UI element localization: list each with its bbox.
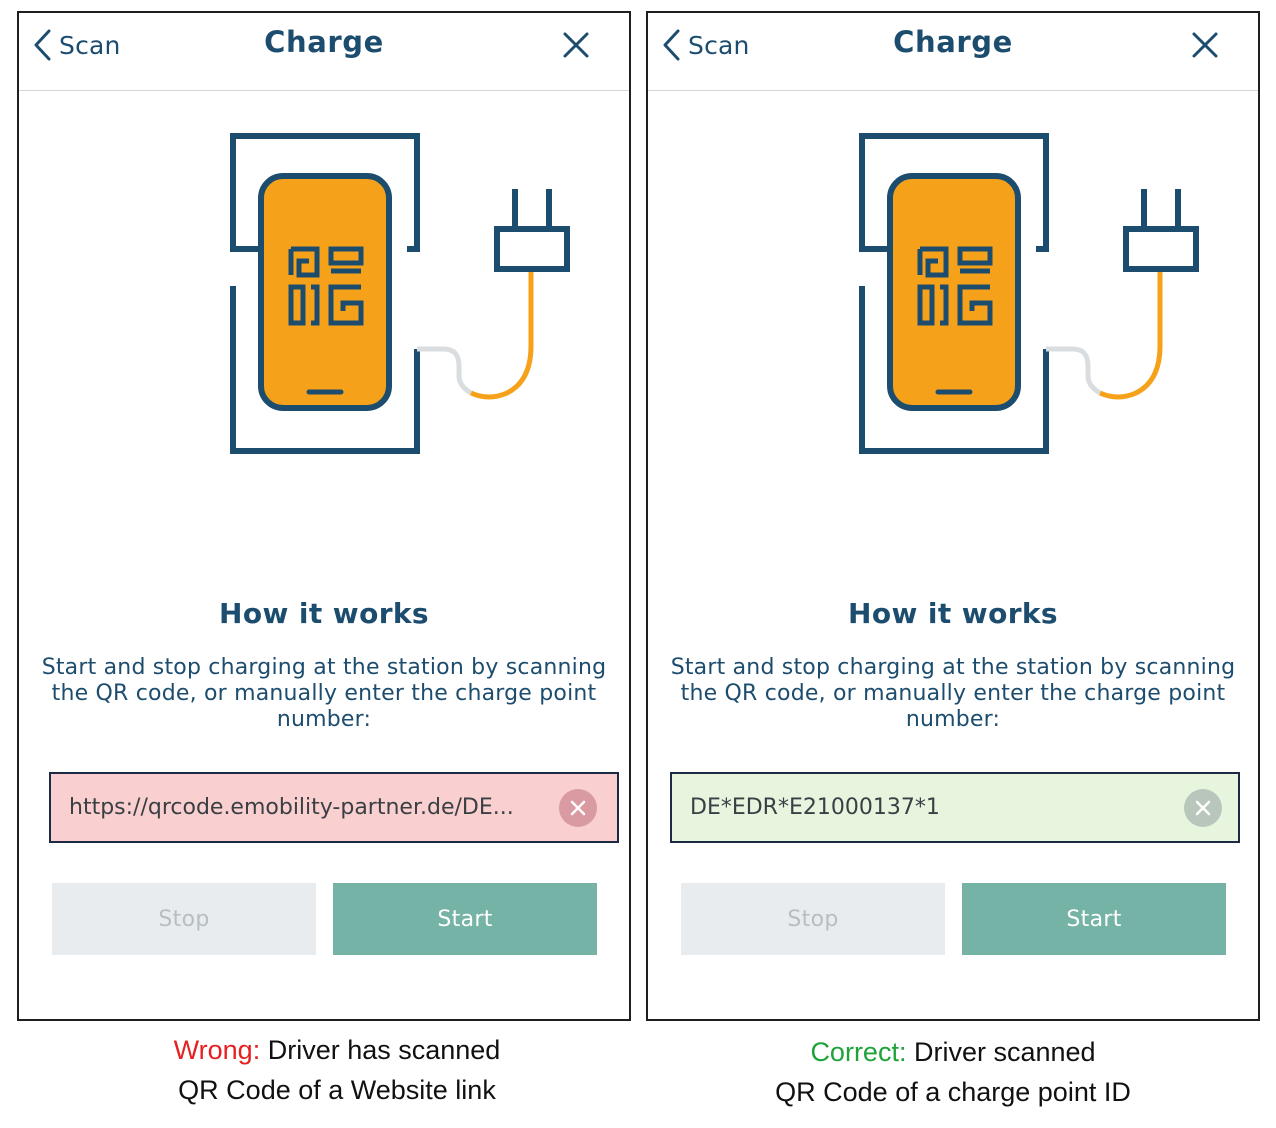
charge-point-input[interactable] bbox=[690, 774, 1218, 841]
verdict-wrong-label: Wrong: bbox=[173, 1035, 261, 1065]
start-button[interactable]: Start bbox=[333, 883, 597, 955]
close-icon bbox=[1192, 32, 1218, 58]
chevron-left-icon bbox=[34, 29, 51, 61]
phone-screen-wrong: Scan Charge bbox=[17, 11, 631, 1021]
clear-input-button[interactable] bbox=[1184, 789, 1222, 827]
caption-line-1: Wrong: Driver has scanned bbox=[30, 1030, 644, 1070]
close-button[interactable] bbox=[1190, 30, 1220, 60]
clear-icon bbox=[1195, 800, 1211, 816]
verdict-correct-label: Correct: bbox=[810, 1037, 907, 1067]
caption-correct: Correct: Driver scanned QR Code of a cha… bbox=[646, 1032, 1260, 1112]
close-button[interactable] bbox=[561, 30, 591, 60]
caption-line-2: QR Code of a charge point ID bbox=[775, 1077, 1131, 1107]
how-it-works-description: Start and stop charging at the station b… bbox=[670, 655, 1236, 732]
charge-point-field bbox=[49, 772, 619, 843]
chevron-left-icon bbox=[663, 29, 680, 61]
caption-text: Driver scanned bbox=[906, 1037, 1096, 1067]
page-title: Charge bbox=[264, 25, 384, 59]
caption-wrong: Wrong: Driver has scanned QR Code of a W… bbox=[30, 1030, 644, 1110]
back-button[interactable]: Scan bbox=[31, 27, 121, 63]
stop-button[interactable]: Stop bbox=[681, 883, 945, 955]
how-it-works-description: Start and stop charging at the station b… bbox=[41, 655, 607, 732]
page-title: Charge bbox=[893, 25, 1013, 59]
nav-bar: Scan Charge bbox=[19, 13, 629, 91]
start-button[interactable]: Start bbox=[962, 883, 1226, 955]
stop-button[interactable]: Stop bbox=[52, 883, 316, 955]
caption-line-1: Correct: Driver scanned bbox=[646, 1032, 1260, 1072]
phone-screen-correct: Scan Charge How it works Start bbox=[646, 11, 1260, 1021]
charge-point-input[interactable] bbox=[69, 774, 597, 841]
clear-icon bbox=[570, 800, 586, 816]
phone-charger-illustration-icon bbox=[859, 133, 1199, 454]
how-it-works-title: How it works bbox=[218, 597, 429, 630]
charge-point-field bbox=[670, 772, 1240, 843]
back-label: Scan bbox=[688, 30, 750, 60]
back-label: Scan bbox=[59, 30, 121, 60]
close-icon bbox=[563, 32, 589, 58]
caption-line-2: QR Code of a Website link bbox=[178, 1075, 496, 1105]
back-button[interactable]: Scan bbox=[660, 27, 750, 63]
phone-charger-illustration-icon bbox=[230, 133, 570, 454]
nav-bar: Scan Charge bbox=[648, 13, 1258, 91]
caption-text: Driver has scanned bbox=[260, 1035, 501, 1065]
how-it-works-title: How it works bbox=[847, 597, 1058, 630]
clear-input-button[interactable] bbox=[559, 789, 597, 827]
